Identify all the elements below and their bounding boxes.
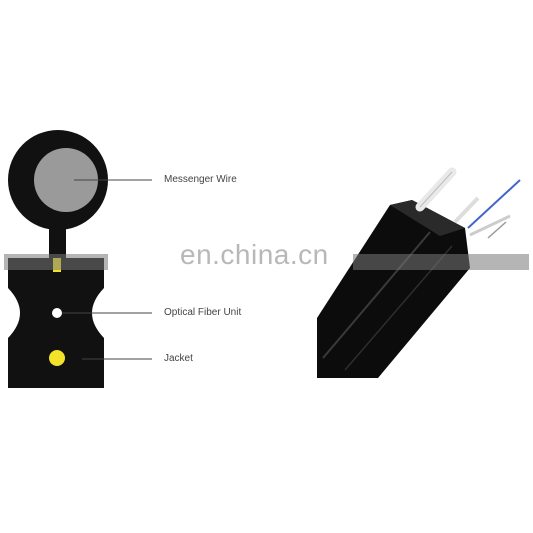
watermark-band-right (353, 254, 529, 270)
jacket-body (8, 258, 104, 388)
optical-fiber-unit (52, 308, 62, 318)
cable-3d-view (317, 167, 521, 378)
cable-3d-groove (322, 231, 431, 359)
messenger-wire-core (34, 148, 98, 212)
label-messenger-wire: Messenger Wire (164, 174, 237, 185)
watermark-band (4, 254, 108, 270)
fiber-strand-4 (487, 221, 507, 239)
jacket-yellow-element (49, 350, 65, 366)
label-jacket: Jacket (164, 353, 193, 364)
cable-3d-top-face (390, 200, 465, 236)
fiber-strand-1 (453, 196, 480, 224)
cable-3d-body (317, 200, 470, 378)
watermark-text: en.china.cn (180, 239, 329, 270)
fiber-strand-3 (469, 214, 511, 237)
fiber-strand-2 (467, 179, 521, 229)
messenger-wire-protrusion-edge (419, 171, 453, 208)
label-optical-fiber-unit: Optical Fiber Unit (164, 307, 242, 318)
